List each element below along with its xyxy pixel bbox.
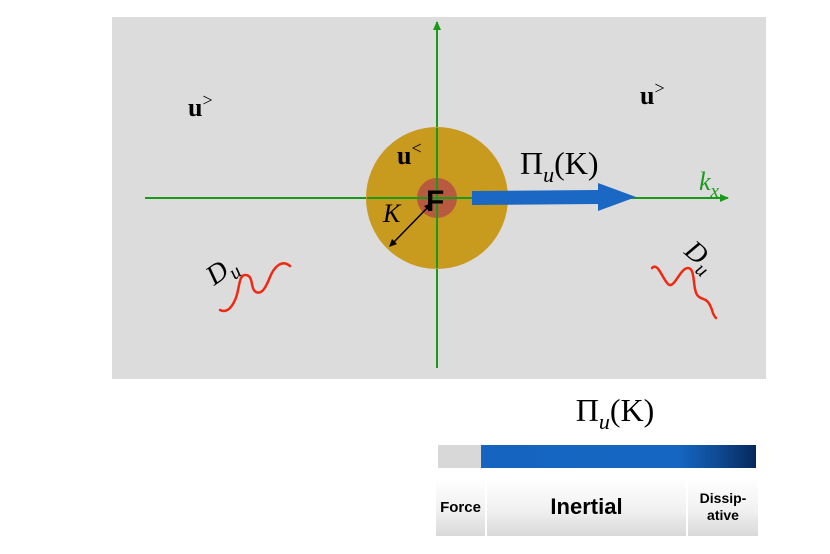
flux-label: Πu(K) [520, 145, 599, 187]
inertial-range-label: Inertial [487, 478, 687, 536]
u-greater-label-right: u> [640, 78, 665, 110]
force-range-label: Force [436, 478, 486, 536]
legend-title-base: Π [575, 392, 599, 428]
radius-label: K [382, 199, 402, 228]
dissipation-wave-right [650, 265, 718, 320]
kx-axis-label: kx [699, 167, 720, 202]
legend-title: Πu(K) [540, 392, 690, 435]
flux-spectrum-bar [438, 445, 756, 468]
flux-arrow [472, 183, 636, 211]
dissipative-range-label: Dissip- ative [688, 478, 758, 536]
force-range-segment [438, 445, 481, 468]
forcing-label: F [426, 185, 444, 218]
legend-title-sub: u [598, 409, 610, 434]
legend-title-arg: (K) [609, 392, 655, 428]
u-greater-label-left: u> [188, 90, 213, 122]
dissipation-wave-left [218, 262, 292, 313]
radius-arrow [389, 202, 433, 247]
range-labels: Force Inertial Dissip- ative [436, 478, 758, 536]
u-less-label: u< [397, 138, 422, 170]
flux-range-segment [481, 445, 756, 468]
